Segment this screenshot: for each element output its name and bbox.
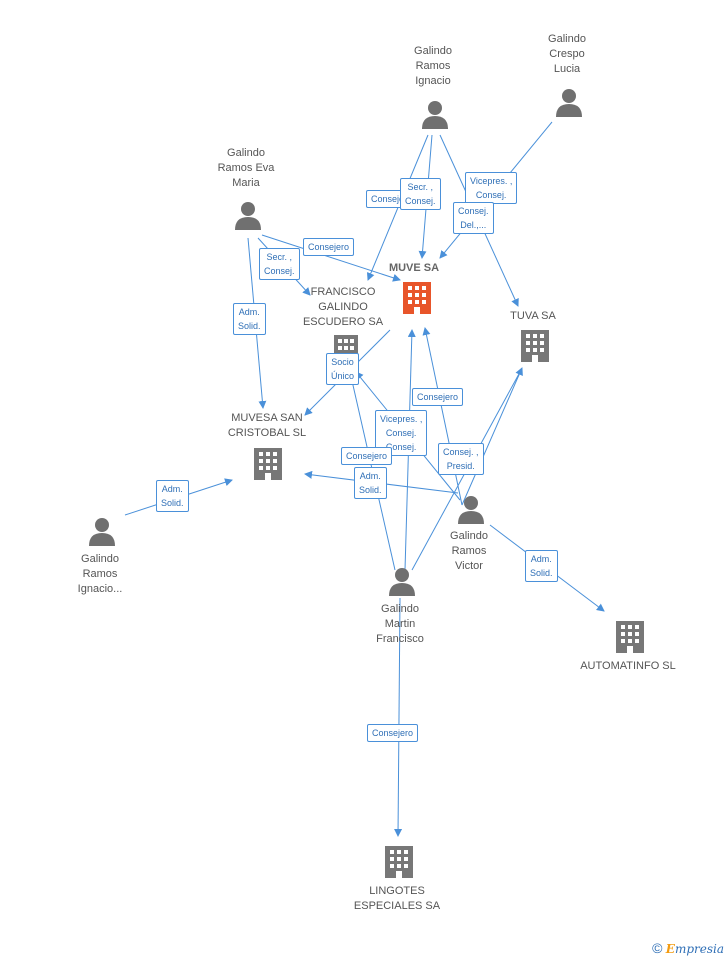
- edge-label-consejero: Consejero: [367, 724, 419, 742]
- edge-label-secr-consej: Secr. , Consej.: [400, 178, 441, 210]
- person-icon: [556, 89, 582, 117]
- node-label-automatinfo[interactable]: AUTOMATINFO SL: [580, 660, 676, 672]
- edge-eva-muve: [261, 234, 401, 282]
- node-label-muve[interactable]: MUVE SA: [388, 262, 440, 274]
- brand-logo-e: E: [665, 942, 675, 956]
- node-label-tuva[interactable]: TUVA SA: [510, 310, 556, 322]
- person-label-galindo-eva[interactable]: Galindo Ramos Eva Maria: [217, 147, 275, 189]
- person-label-galindo-ramos-ignacio[interactable]: Galindo Ramos Ignacio: [414, 45, 452, 87]
- person-icon: [235, 202, 261, 230]
- edge-label-secr-consej: Secr. , Consej.: [259, 248, 300, 280]
- edge-victor-tuva: [461, 367, 523, 506]
- node-label-francisco-galindo[interactable]: FRANCISCO GALINDO ESCUDERO SA: [302, 286, 384, 328]
- footer-brand: © Empresia: [652, 940, 724, 956]
- edge-label-consejero: Consejero: [303, 238, 355, 256]
- copyright-icon: ©: [652, 940, 663, 956]
- edge-label-consej-presid: Consej. , Presid.: [438, 443, 484, 475]
- edge-label-consejero: Consejero: [341, 447, 393, 465]
- building-icon-muvesa: [254, 448, 282, 480]
- edge-label-adm-solid: Adm. Solid.: [233, 303, 266, 335]
- edge-label-vicepres-consej: Vicepres. , Consej. Consej.: [375, 410, 428, 456]
- edge-label-vicepres-consej: Vicepres. , Consej.: [465, 172, 518, 204]
- edge-victor-muve: [422, 327, 463, 506]
- person-icons: [89, 89, 582, 596]
- building-icon-automatinfo: [616, 621, 644, 653]
- edge-label-consejero: Consejero: [412, 388, 464, 406]
- person-label-galindo-crespo[interactable]: Galindo Crespo Lucia: [548, 33, 586, 75]
- node-label-muvesa[interactable]: MUVESA SAN CRISTOBAL SL: [227, 412, 307, 439]
- node-label-lingotes[interactable]: LINGOTES ESPECIALES SA: [353, 885, 441, 912]
- edge-label-adm-solid: Adm. Solid.: [354, 467, 387, 499]
- person-icon: [458, 496, 484, 524]
- edge-label-socio-unico: Socio Único: [326, 353, 360, 385]
- edge-label-consej-del: Consej. Del.,...: [453, 202, 494, 234]
- building-icon-muve: [403, 282, 431, 314]
- person-label-galindo-ignacio2[interactable]: Galindo Ramos Ignacio...: [77, 553, 123, 595]
- brand-name: mpresia: [674, 942, 724, 956]
- edge-martin-lingotes: [394, 597, 403, 837]
- person-icon: [422, 101, 448, 129]
- edge-label-adm-solid: Adm. Solid.: [156, 480, 189, 512]
- edge-label-adm-solid: Adm. Solid.: [525, 550, 558, 582]
- person-icon: [89, 518, 115, 546]
- person-icon: [389, 568, 415, 596]
- building-icon-lingotes: [385, 846, 413, 878]
- building-icons: [254, 282, 644, 878]
- person-label-galindo-martin[interactable]: Galindo Martin Francisco: [376, 603, 424, 645]
- person-label-galindo-victor[interactable]: Galindo Ramos Victor: [450, 530, 488, 572]
- building-icon-tuva: [521, 330, 549, 362]
